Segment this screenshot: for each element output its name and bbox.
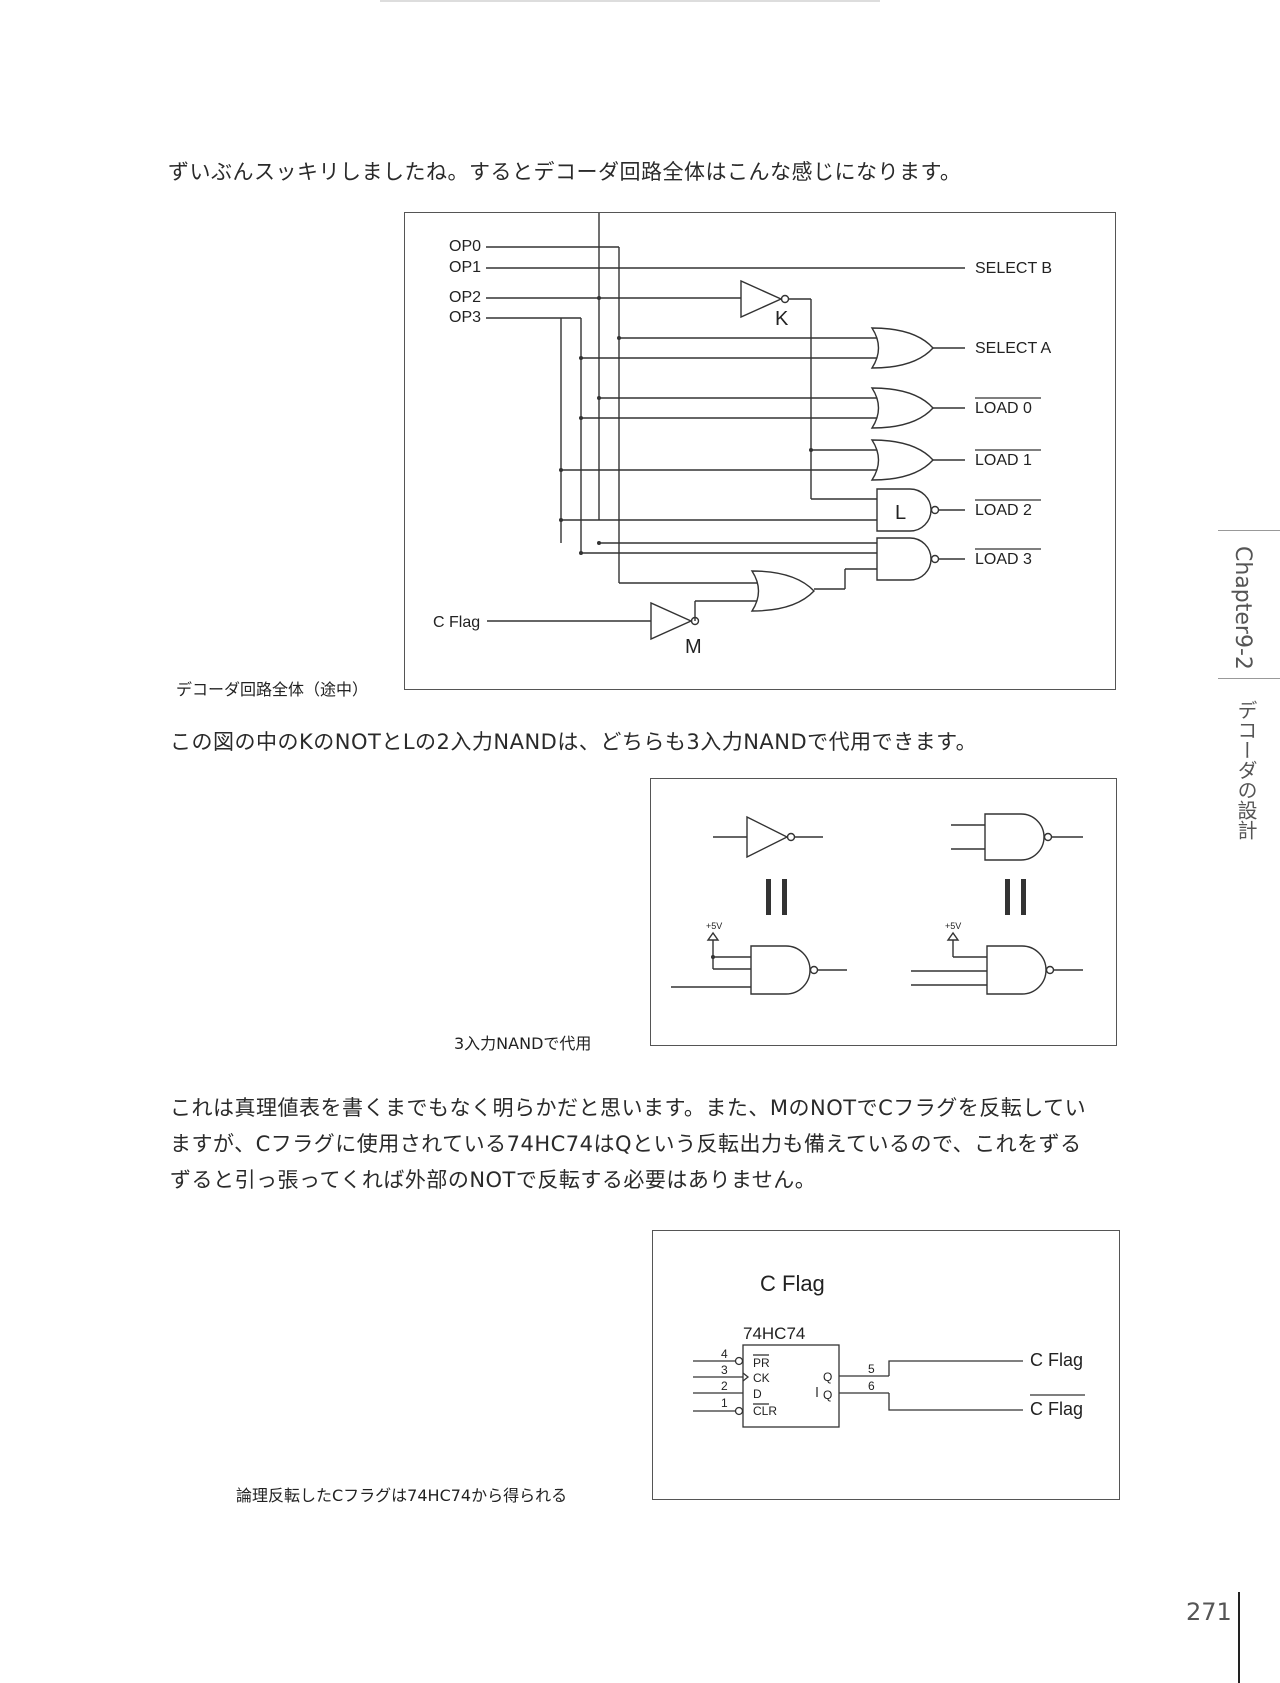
pin-name-ck: CK	[753, 1371, 770, 1385]
vcc-label-right: +5V	[945, 921, 961, 931]
output-load2: LOAD 2	[975, 502, 1032, 519]
pin-name-q-bar: Q	[823, 1388, 832, 1402]
output-select-b: SELECT B	[975, 260, 1052, 277]
pin-name-q: Q	[823, 1370, 832, 1384]
sidebar-chapter: Chapter9-2	[1230, 546, 1255, 670]
input-c-flag: C Flag	[433, 614, 480, 631]
output-c-flag: C Flag	[1030, 1350, 1083, 1370]
pin-5: 5	[868, 1362, 875, 1376]
output-select-a: SELECT A	[975, 340, 1052, 357]
paragraph-line-1: これは真理値表を書くまでもなく明らかだと思います。また、MのNOTでCフラグを反…	[170, 1096, 1087, 1120]
text-nand-substitute: この図の中のKのNOTとLの2入力NANDは、どちらも3入力NANDで代用できま…	[170, 730, 978, 754]
sidebar-section: デコーダの設計	[1234, 700, 1258, 840]
figure3-caption: 論理反転したCフラグは74HC74から得られる	[236, 1486, 568, 1505]
figure-c-flag-chip: C Flag 74HC74 4 3 2 1 PR CK	[652, 1230, 1120, 1500]
output-load1: LOAD 1	[975, 452, 1032, 469]
vcc-label-left: +5V	[706, 921, 722, 931]
chip-name: 74HC74	[743, 1324, 805, 1343]
c-flag-title: C Flag	[760, 1271, 825, 1296]
gate-label-l: L	[895, 502, 906, 524]
pin-1: 1	[721, 1396, 728, 1410]
pin-name-clr: CLR	[753, 1404, 777, 1418]
input-op2: OP2	[449, 289, 481, 306]
nand-substitute-diagram: +5V +5V	[671, 813, 1083, 995]
output-load0: LOAD 0	[975, 400, 1032, 417]
output-c-flag-inverted: C Flag	[1030, 1399, 1083, 1419]
page-number: 271	[1186, 1598, 1232, 1626]
pin-6: 6	[868, 1379, 875, 1393]
pin-name-pr: PR	[753, 1356, 770, 1370]
page-edge-rule	[1238, 1592, 1240, 1683]
gate-label-m: M	[685, 636, 702, 658]
gate-label-k: K	[775, 308, 789, 330]
paragraph-truth-table: これは真理値表を書くまでもなく明らかだと思います。また、MのNOTでCフラグを反…	[170, 1090, 1086, 1198]
input-op3: OP3	[449, 309, 481, 326]
output-load3: LOAD 3	[975, 551, 1032, 568]
pin-4: 4	[721, 1347, 728, 1361]
paragraph-line-2: ますが、Cフラグに使用されている74HC74はQという反転出力も備えているので、…	[170, 1132, 1082, 1156]
figure1-caption: デコーダ回路全体（途中）	[176, 680, 369, 699]
decoder-circuit-diagram: OP0 OP1 OP2 OP3 C Flag SELECT B SELECT A…	[433, 213, 1052, 658]
figure-nand-substitute: +5V +5V	[650, 778, 1117, 1046]
sidebar-rule-mid	[1218, 678, 1280, 679]
pin-3: 3	[721, 1363, 728, 1377]
figure-decoder-circuit: OP0 OP1 OP2 OP3 C Flag SELECT B SELECT A…	[404, 212, 1116, 690]
intro-text: ずいぶんスッキリしましたね。するとデコーダ回路全体はこんな感じになります。	[168, 160, 962, 184]
input-op1: OP1	[449, 259, 481, 276]
paragraph-line-3: ずると引っ張ってくれば外部のNOTで反転する必要はありません。	[170, 1168, 817, 1192]
input-op0: OP0	[449, 238, 481, 255]
pin-2: 2	[721, 1379, 728, 1393]
top-rule	[380, 0, 880, 2]
figure2-caption: 3入力NANDで代用	[454, 1034, 592, 1053]
c-flag-chip-diagram: C Flag 74HC74 4 3 2 1 PR CK	[693, 1271, 1085, 1428]
pin-name-d: D	[753, 1387, 762, 1401]
sidebar-rule-top	[1218, 530, 1280, 531]
